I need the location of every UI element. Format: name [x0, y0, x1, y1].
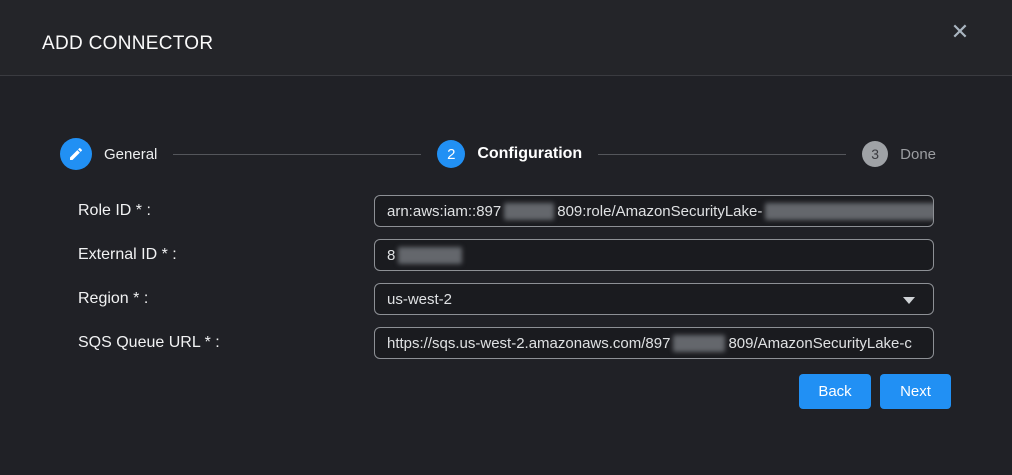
role-id-value-part2: 809:role/AmazonSecurityLake-	[557, 202, 763, 220]
step-general-circle	[60, 138, 92, 170]
redacted-value	[765, 202, 933, 220]
close-button[interactable]: ✕	[946, 18, 974, 46]
redacted-value	[504, 202, 555, 220]
external-id-label: External ID * :	[78, 246, 177, 263]
step-configuration: 2 Configuration	[437, 140, 582, 168]
sqs-queue-url-label: SQS Queue URL * :	[78, 334, 220, 351]
role-id-value-part1: arn:aws:iam::897	[387, 202, 502, 220]
field-row-sqs-queue-url: SQS Queue URL * : https://sqs.us-west-2.…	[0, 327, 1012, 359]
step-configuration-circle: 2	[437, 140, 466, 168]
dialog-title: ADD CONNECTOR	[42, 33, 214, 54]
wizard-stepper: General 2 Configuration 3 Done	[60, 137, 936, 171]
region-selected-value: us-west-2	[387, 290, 453, 308]
field-row-external-id: External ID * : 8	[0, 239, 1012, 271]
step-configuration-label: Configuration	[477, 145, 583, 162]
pencil-edit-icon	[70, 147, 83, 160]
role-id-input[interactable]: arn:aws:iam::897 809:role/AmazonSecurity…	[374, 195, 934, 227]
chevron-down-icon	[903, 297, 915, 304]
sqs-url-value-part2: 809/AmazonSecurityLake-c	[728, 334, 912, 352]
step-general-label: General	[104, 145, 158, 163]
dialog-header: ADD CONNECTOR ✕	[0, 0, 1012, 76]
step-done-circle: 3	[862, 141, 889, 167]
external-id-input[interactable]: 8	[374, 239, 934, 271]
region-label: Region * :	[78, 290, 149, 307]
stepper-connector	[173, 153, 422, 155]
step-done-label: Done	[900, 145, 937, 163]
step-general: General	[60, 138, 157, 170]
region-select[interactable]: us-west-2	[374, 283, 934, 315]
redacted-value	[398, 246, 463, 264]
sqs-queue-url-input[interactable]: https://sqs.us-west-2.amazonaws.com/897 …	[374, 327, 934, 359]
next-button[interactable]: Next	[880, 374, 951, 409]
stepper-connector	[598, 153, 847, 155]
sqs-url-value-part1: https://sqs.us-west-2.amazonaws.com/897	[387, 334, 671, 352]
field-row-role-id: Role ID * : arn:aws:iam::897 809:role/Am…	[0, 195, 1012, 227]
back-button[interactable]: Back	[799, 374, 871, 409]
close-icon: ✕	[950, 19, 970, 44]
external-id-value-part1: 8	[387, 246, 396, 264]
redacted-value	[673, 334, 726, 352]
step-done: 3 Done	[862, 141, 936, 167]
field-row-region: Region * : us-west-2	[0, 283, 1012, 315]
role-id-label: Role ID * :	[78, 202, 151, 219]
